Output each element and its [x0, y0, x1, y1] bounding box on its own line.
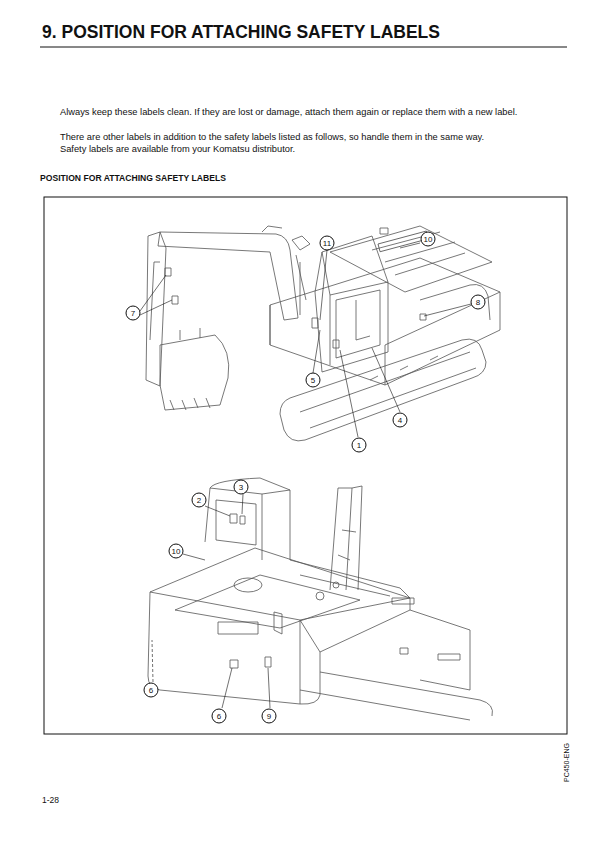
- figure-heading: POSITION FOR ATTACHING SAFETY LABELS: [40, 173, 226, 183]
- callout-number: 8: [471, 295, 486, 310]
- callout-number: 10: [421, 232, 436, 247]
- leader-lines: [140, 243, 471, 708]
- callout-number: 4: [393, 413, 408, 428]
- callout-number: 1: [352, 438, 367, 453]
- body-text: Safety labels are available from your Ko…: [60, 143, 540, 155]
- excavator-top-view: [146, 226, 500, 441]
- page-title: 9. POSITION FOR ATTACHING SAFETY LABELS: [42, 22, 440, 43]
- figure-frame: [44, 197, 567, 734]
- title-rule: [40, 47, 567, 48]
- callout-number: 2: [192, 493, 207, 508]
- callout-number: 6: [212, 709, 227, 724]
- body-text: There are other labels in addition to th…: [60, 131, 540, 143]
- callout-number: 11: [320, 236, 335, 251]
- callout-number: 3: [234, 480, 249, 495]
- callout-number: 5: [306, 373, 321, 388]
- callout-number: 10: [169, 544, 184, 559]
- page-number: 1-28: [42, 795, 59, 805]
- body-text: Always keep these labels clean. If they …: [60, 106, 540, 118]
- excavator-rear-view: [148, 478, 493, 720]
- callout-number: 7: [126, 306, 141, 321]
- document-code: PC450-ENG: [563, 743, 570, 782]
- callout-number: 6: [144, 683, 159, 698]
- callout-number: 9: [262, 709, 277, 724]
